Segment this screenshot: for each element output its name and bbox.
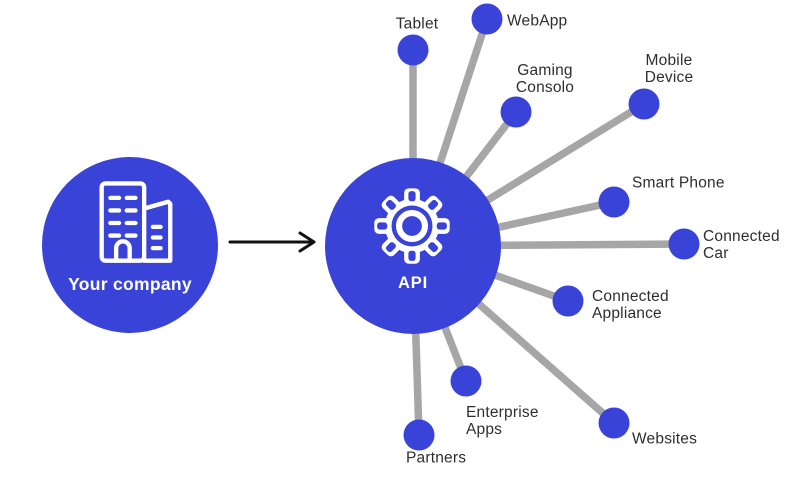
node-label-gaming-consolo: Gaming Consolo — [515, 62, 575, 96]
node-enterprise-apps — [450, 365, 482, 397]
node-label-websites: Websites — [632, 430, 698, 448]
node-label-smart-phone: Smart Phone — [632, 174, 725, 192]
right-arrow-icon — [228, 231, 316, 253]
node-label-tablet: Tablet — [395, 15, 439, 33]
gear-icon — [374, 188, 450, 264]
node-label-partners: Partners — [406, 449, 467, 467]
node-tablet — [397, 34, 429, 66]
node-label-connected-appliance: Connected Appliance — [592, 288, 669, 322]
company-hub: Your company — [42, 157, 218, 333]
building-icon — [99, 181, 173, 263]
node-label-connected-car: Connected Car — [703, 228, 780, 262]
node-connected-car — [668, 228, 700, 260]
node-partners — [403, 419, 435, 451]
company-label: Your company — [68, 274, 192, 294]
api-hub: API — [325, 158, 501, 334]
node-connected-appliance — [552, 285, 584, 317]
node-gaming-consolo — [500, 96, 532, 128]
api-label: API — [398, 274, 428, 292]
node-websites — [598, 407, 630, 439]
node-smart-phone — [598, 186, 630, 218]
node-webapp — [471, 3, 503, 35]
node-label-webapp: WebApp — [507, 12, 568, 30]
node-mobile-device — [628, 88, 660, 120]
node-label-enterprise-apps: Enterprise Apps — [466, 404, 539, 438]
node-label-mobile-device: Mobile Device — [644, 52, 694, 86]
